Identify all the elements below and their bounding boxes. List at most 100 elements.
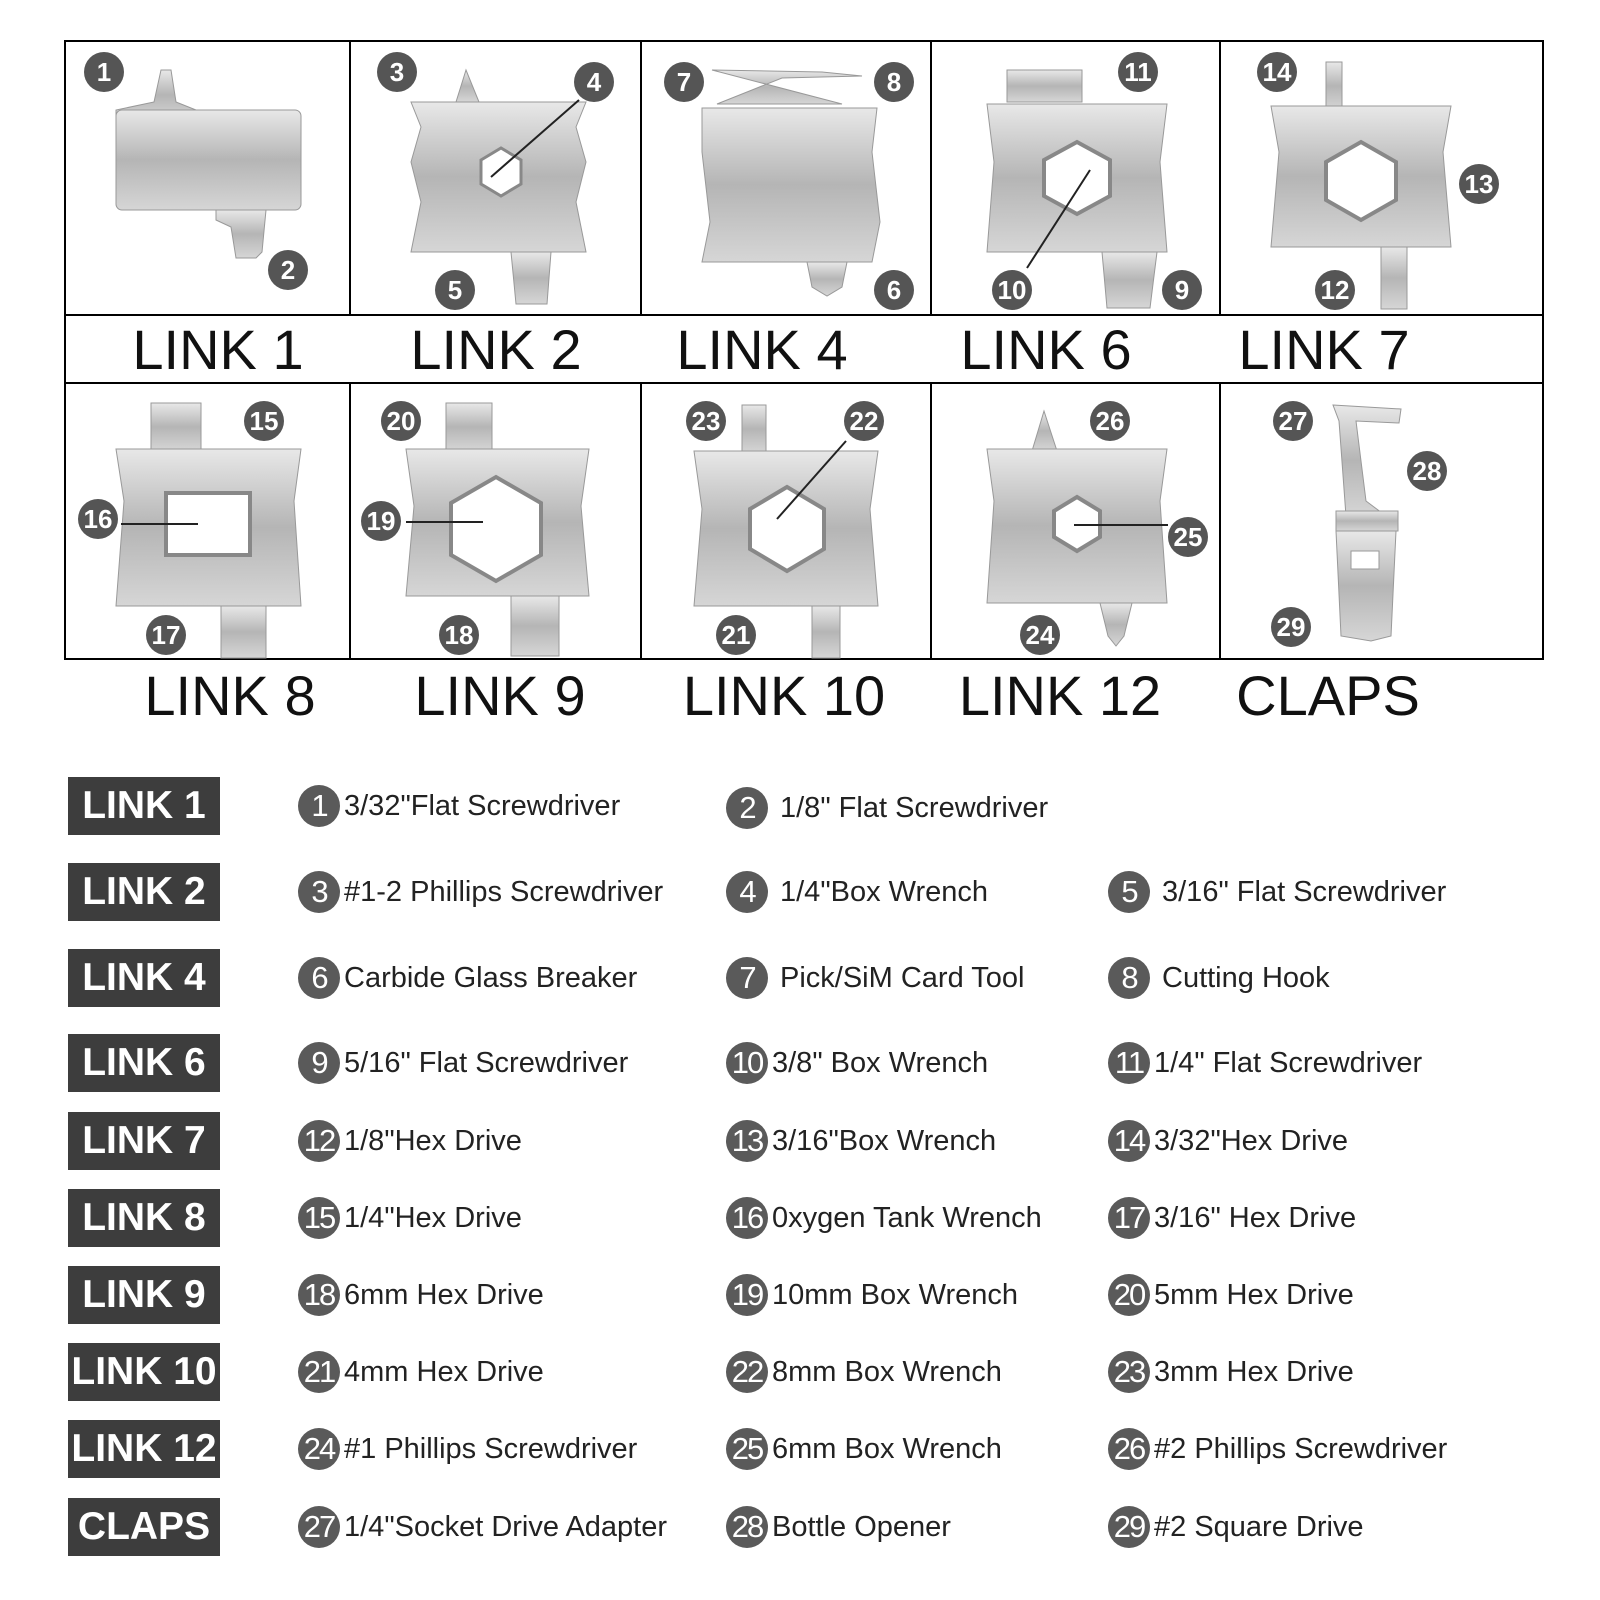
tool-label: #1 Phillips Screwdriver xyxy=(344,1432,638,1465)
number-badge: 1 xyxy=(298,785,340,827)
link-badge: LINK 4 xyxy=(68,949,220,1007)
callout-badge: 28 xyxy=(1407,451,1447,491)
tool-label: Cutting Hook xyxy=(1162,961,1330,994)
tool-label: Bottle Opener xyxy=(772,1510,951,1543)
link-badge: LINK 6 xyxy=(68,1034,220,1092)
callout-badge: 21 xyxy=(716,615,756,655)
svg-text:6: 6 xyxy=(887,275,901,305)
grid-caption: CLAPS xyxy=(1236,664,1420,727)
number-badge: 13 xyxy=(726,1120,768,1162)
tool-label: 8mm Box Wrench xyxy=(772,1355,1002,1388)
svg-text:21: 21 xyxy=(722,620,751,650)
svg-text:28: 28 xyxy=(1413,456,1442,486)
svg-text:11: 11 xyxy=(1124,57,1152,87)
number-badge: 27 xyxy=(298,1506,340,1548)
callout-badge: 26 xyxy=(1090,401,1130,441)
svg-text:7: 7 xyxy=(677,67,691,97)
callout-badge: 20 xyxy=(381,401,421,441)
number-badge: 16 xyxy=(726,1197,768,1239)
callout-badge: 13 xyxy=(1459,164,1499,204)
tool-label: 3/8" Box Wrench xyxy=(772,1046,989,1079)
link-1-photo: 1 2 xyxy=(66,42,362,324)
tool-label: 10mm Box Wrench xyxy=(772,1278,1019,1311)
svg-text:27: 27 xyxy=(1279,406,1308,436)
link-8-photo: 15 16 17 xyxy=(66,386,362,668)
legend-item: 24#1 Phillips Screwdriver xyxy=(298,1419,637,1479)
tool-label: #2 Phillips Screwdriver xyxy=(1154,1432,1448,1465)
grid-line xyxy=(640,382,642,660)
number-badge: 12 xyxy=(298,1120,340,1162)
number-badge: 6 xyxy=(298,957,340,999)
grid-line xyxy=(640,40,642,316)
link-7-photo: 14 13 12 xyxy=(1221,42,1517,324)
svg-text:5: 5 xyxy=(448,275,462,305)
link-badge: LINK 2 xyxy=(68,863,220,921)
link-badge: LINK 7 xyxy=(68,1112,220,1170)
legend-item: 3#1-2 Phillips Screwdriver xyxy=(298,862,663,922)
grid-caption: LINK 1 xyxy=(132,318,304,381)
number-badge: 20 xyxy=(1108,1274,1150,1316)
link-badge: LINK 9 xyxy=(68,1266,220,1324)
grid-line xyxy=(64,382,1544,384)
tool-label: 1/4"Hex Drive xyxy=(344,1201,522,1234)
callout-badge: 1 xyxy=(84,52,124,92)
grid-caption: LINK 8 xyxy=(144,664,316,727)
number-badge: 5 xyxy=(1108,871,1150,913)
link-badge: LINK 12 xyxy=(68,1420,220,1478)
callout-badge: 15 xyxy=(244,401,284,441)
tool-label: 3mm Hex Drive xyxy=(1154,1355,1354,1388)
grid-caption: LINK 9 xyxy=(414,664,586,727)
svg-text:29: 29 xyxy=(1277,612,1306,642)
svg-text:18: 18 xyxy=(445,620,474,650)
svg-text:15: 15 xyxy=(250,406,279,436)
number-badge: 8 xyxy=(1108,957,1150,999)
svg-text:23: 23 xyxy=(692,406,721,436)
link-9-photo: 20 19 18 xyxy=(351,386,647,668)
grid-caption: LINK 2 xyxy=(410,318,582,381)
tool-label: 5mm Hex Drive xyxy=(1154,1278,1354,1311)
svg-text:1: 1 xyxy=(97,57,111,87)
svg-text:13: 13 xyxy=(1465,169,1494,199)
svg-text:22: 22 xyxy=(850,406,879,436)
number-badge: 3 xyxy=(298,871,340,913)
svg-text:10: 10 xyxy=(998,275,1027,305)
grid-line xyxy=(1219,40,1221,316)
callout-badge: 17 xyxy=(146,615,186,655)
callout-badge: 19 xyxy=(361,501,401,541)
callout-badge: 11 xyxy=(1118,52,1158,92)
tool-label: 3/16" Hex Drive xyxy=(1154,1201,1357,1234)
callout-badge: 10 xyxy=(992,270,1032,310)
link-10-photo: 23 22 21 xyxy=(642,386,938,668)
tool-label: 1/4"Box Wrench xyxy=(780,875,989,908)
tool-label: 1/8" Flat Screwdriver xyxy=(780,791,1049,824)
tool-label: Pick/SiM Card Tool xyxy=(780,961,1025,994)
number-badge: 25 xyxy=(726,1428,768,1470)
number-badge: 29 xyxy=(1108,1506,1150,1548)
grid-line xyxy=(64,40,66,660)
svg-text:12: 12 xyxy=(1321,275,1350,305)
number-badge: 24 xyxy=(298,1428,340,1470)
number-badge: 9 xyxy=(298,1042,340,1084)
link-12-photo: 26 25 24 xyxy=(932,386,1228,668)
number-badge: 10 xyxy=(726,1042,768,1084)
tool-label: 3/32"Hex Drive xyxy=(1154,1124,1349,1157)
number-badge: 15 xyxy=(298,1197,340,1239)
svg-text:2: 2 xyxy=(281,255,295,285)
